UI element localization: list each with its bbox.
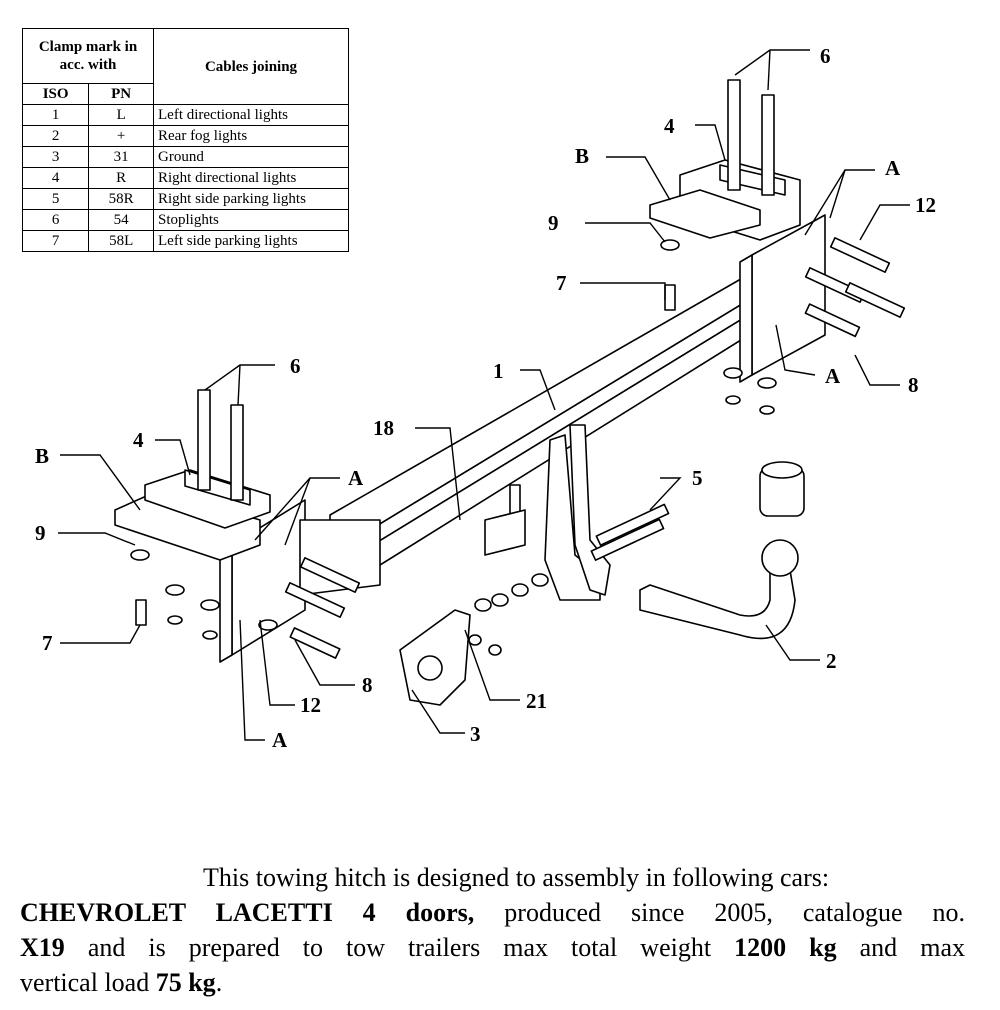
cable-clamp-legend-table: Clamp mark in acc. with Cables joining I…: [21, 28, 349, 252]
callout-12: 12: [300, 693, 321, 717]
caption-end: .: [215, 968, 223, 997]
callout-B: B: [575, 144, 589, 168]
max-total-weight: 1200 kg: [734, 933, 837, 962]
desc-cell: Right side parking lights: [153, 188, 349, 210]
iso-cell: 4: [21, 167, 90, 189]
catalogue-number: X19: [20, 933, 65, 962]
leader-lines: [58, 49, 910, 741]
max-vertical-load: 75 kg: [155, 968, 216, 997]
pn-cell: 31: [88, 146, 154, 168]
iso-cell: 2: [21, 125, 90, 147]
socket-plate-part-3: [399, 609, 471, 706]
fasteners: [130, 236, 906, 659]
callout-3: 3: [470, 722, 481, 746]
caption-weight-line: X19 and is prepared to tow trailers max …: [20, 930, 965, 965]
desc-cell: Right directional lights: [153, 167, 349, 189]
callout-8: 8: [362, 673, 373, 697]
ball-mount-part-2: [639, 461, 805, 640]
legend-header-iso: ISO: [21, 83, 90, 105]
caption-model-line: CHEVROLET LACETTI 4 doors, produced sinc…: [20, 895, 965, 930]
pn-cell: 58L: [88, 230, 154, 252]
produced-text: produced since 2005, catalogue no.: [474, 898, 965, 927]
desc-cell: Left directional lights: [153, 104, 349, 126]
vertical-text: vertical load: [20, 968, 156, 997]
legend-header-pn: PN: [88, 83, 154, 105]
legend-header-cables: Cables joining: [153, 28, 349, 105]
caption-vertical-line: vertical load 75 kg.: [20, 965, 965, 1000]
crossbar-part-1: [329, 267, 766, 566]
callout-6: 6: [290, 354, 301, 378]
callout-18: 18: [373, 416, 394, 440]
caption-intro: This towing hitch is designed to assembl…: [203, 863, 830, 892]
callout-2: 2: [826, 649, 837, 673]
bolts-part-6: [197, 79, 775, 501]
callout-9: 9: [35, 521, 46, 545]
ball-mount-holder: [544, 424, 611, 601]
callout-A: A: [825, 364, 841, 388]
callout-8: 8: [908, 373, 919, 397]
iso-cell: 7: [21, 230, 90, 252]
tow-text: and is prepared to tow trailers max tota…: [64, 933, 735, 962]
callout-labels: 6 4 B A 12 9 7 A 8 1 6 18 4 B A 5 9 7 2 …: [35, 44, 936, 752]
pn-cell: R: [88, 167, 154, 189]
iso-cell: 5: [21, 188, 90, 210]
and-max-text: and max: [836, 933, 965, 962]
callout-12: 12: [915, 193, 936, 217]
callout-9: 9: [548, 211, 559, 235]
callout-A: A: [272, 728, 288, 752]
application-description: This towing hitch is designed to assembl…: [20, 860, 965, 1000]
callout-5: 5: [692, 466, 703, 490]
desc-cell: Ground: [153, 146, 349, 168]
iso-cell: 1: [21, 104, 90, 126]
pn-cell: L: [88, 104, 154, 126]
callout-4: 4: [133, 428, 144, 452]
callout-A: A: [348, 466, 364, 490]
callout-21: 21: [526, 689, 547, 713]
legend-header-clamp: Clamp mark in acc. with: [22, 28, 154, 84]
callout-7: 7: [42, 631, 53, 655]
pn-cell: 54: [88, 209, 154, 231]
callout-4: 4: [664, 114, 675, 138]
desc-cell: Rear fog lights: [153, 125, 349, 147]
pn-cell: +: [88, 125, 154, 147]
iso-cell: 6: [21, 209, 90, 231]
iso-cell: 3: [21, 146, 90, 168]
callout-6: 6: [820, 44, 831, 68]
callout-1: 1: [493, 359, 504, 383]
table-row: 2+Rear fog lights: [21, 125, 349, 147]
desc-cell: Left side parking lights: [153, 230, 349, 252]
callout-A: A: [885, 156, 901, 180]
callout-7: 7: [556, 271, 567, 295]
pn-cell: 58R: [88, 188, 154, 210]
desc-cell: Stoplights: [153, 209, 349, 231]
car-model: CHEVROLET LACETTI 4 doors,: [20, 898, 475, 927]
callout-B: B: [35, 444, 49, 468]
